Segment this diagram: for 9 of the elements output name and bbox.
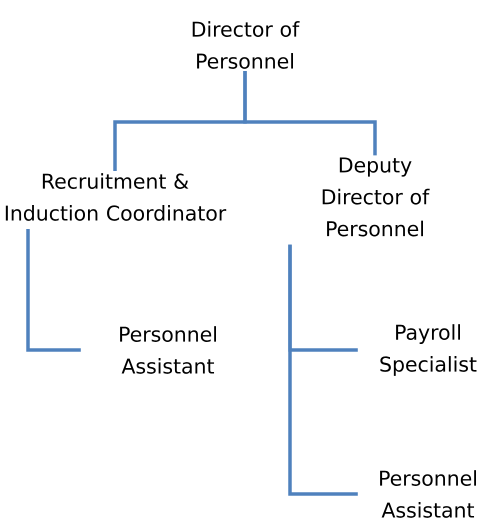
title-text: Director of Personnel xyxy=(192,21,300,69)
title-text: Deputy Director of Personnel xyxy=(322,158,430,236)
title-text: Personnel Assistant xyxy=(120,326,216,374)
connector-line xyxy=(288,244,358,496)
connector-line xyxy=(26,229,81,352)
connector-line xyxy=(243,71,377,156)
title-text: Payroll Specialist xyxy=(380,324,476,376)
title-text: Recruitment & Induction Coordinator xyxy=(6,173,226,221)
title-text: Personnel Assistant xyxy=(380,470,476,518)
